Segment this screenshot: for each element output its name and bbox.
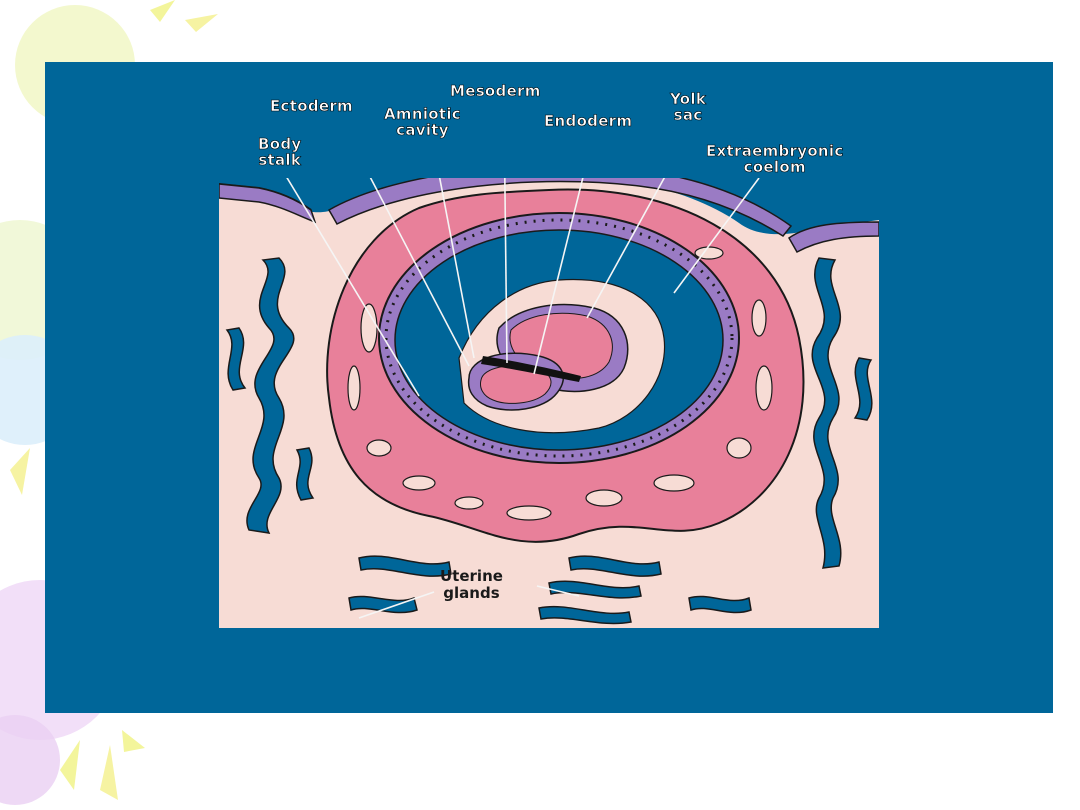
label-endoderm: Endoderm xyxy=(544,112,633,130)
sparkle xyxy=(122,730,145,752)
embryo-diagram xyxy=(219,178,879,628)
label-yolk-sac-line1: Yolk xyxy=(670,90,707,108)
label-extraembryonic-coelom-line2: coelom xyxy=(743,158,806,176)
sparkle xyxy=(100,745,118,800)
surface-epithelium xyxy=(788,221,879,254)
label-body-stalk-line2: stalk xyxy=(258,151,302,169)
label-yolk-sac: Yolk sac xyxy=(670,90,707,124)
embryonic-disc xyxy=(481,356,581,382)
label-body-stalk-line1: Body xyxy=(258,135,302,153)
bubble-violet-2 xyxy=(0,715,60,805)
label-extraembryonic-coelom-line1: Extraembryonic xyxy=(706,142,844,160)
label-ectoderm: Ectoderm xyxy=(270,97,353,115)
leader-lines xyxy=(286,178,760,619)
label-extraembryonic-coelom: Extraembryonic coelom xyxy=(706,142,844,176)
label-amniotic-cavity-line1: Amniotic xyxy=(384,105,461,123)
chorion-cell-dots xyxy=(384,218,734,458)
label-yolk-sac-line2: sac xyxy=(673,106,703,124)
label-amniotic-cavity-line2: cavity xyxy=(396,121,449,139)
label-uterine-glands: Uterine glands xyxy=(440,568,503,602)
sparkle xyxy=(150,0,175,22)
sparkle xyxy=(185,14,218,32)
label-body-stalk: Body stalk xyxy=(258,135,302,169)
label-mesoderm: Mesoderm xyxy=(450,82,541,100)
sparkle xyxy=(60,740,80,790)
surface-epithelium xyxy=(327,178,793,237)
uterine-glands xyxy=(225,257,873,625)
label-uterine-glands-line1: Uterine xyxy=(440,567,503,585)
label-uterine-glands-line2: glands xyxy=(443,584,500,602)
sparkle xyxy=(10,448,30,495)
label-amniotic-cavity: Amniotic cavity xyxy=(384,105,461,139)
lacunae xyxy=(347,246,773,521)
surface-epithelium xyxy=(219,183,317,224)
